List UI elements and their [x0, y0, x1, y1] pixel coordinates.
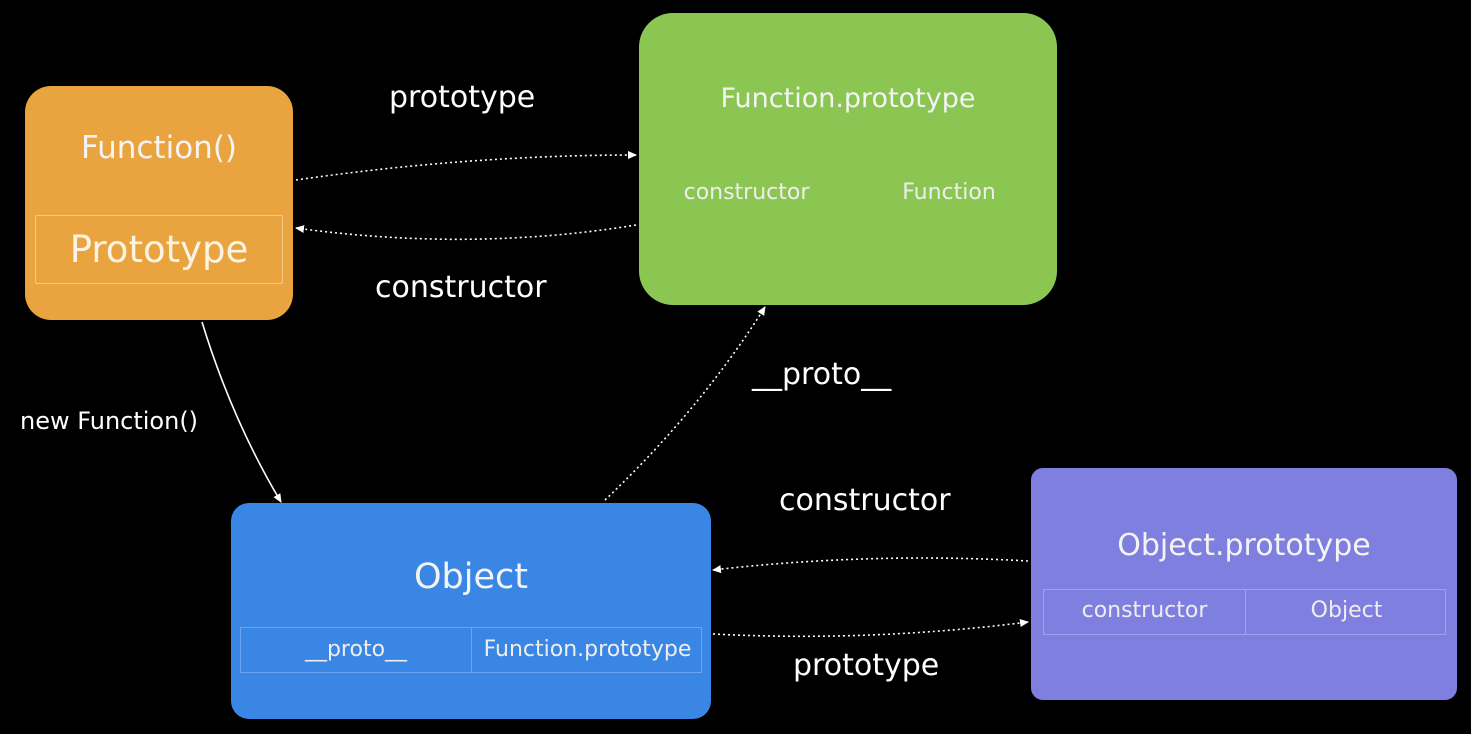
edge-function-to-object — [201, 321, 282, 503]
object-prototype-constructor-value: Object — [1310, 598, 1383, 623]
object-node-title: Object — [414, 557, 528, 597]
function-prototype-node-title: Function.prototype — [720, 83, 976, 114]
edge-label-new-function: new Function() — [20, 407, 199, 435]
function-prototype-box: Prototype — [35, 215, 283, 284]
edge-object-to-object-prototype — [712, 619, 1029, 638]
object-row-divider — [471, 628, 472, 672]
edge-label-constructor-bottom: constructor — [779, 483, 951, 518]
edge-label-prototype-top: prototype — [389, 80, 536, 115]
object-prototype-property-row: constructor Object — [1043, 589, 1446, 635]
edge-function-prototype-to-function — [295, 224, 637, 241]
edge-function-to-function-prototype — [295, 151, 637, 181]
edge-object-to-function-prototype — [604, 306, 766, 501]
edge-object-prototype-to-object — [712, 557, 1029, 574]
object-prototype-node-title: Object.prototype — [1117, 528, 1371, 563]
edge-label-constructor-top: constructor — [375, 270, 547, 305]
edge-label-proto: __proto__ — [752, 357, 892, 392]
object-proto-key: __proto__ — [304, 637, 408, 662]
function-prototype-constructor-key: constructor — [683, 180, 810, 205]
object-prototype-node: Object.prototype constructor Object — [1031, 468, 1457, 700]
object-prototype-constructor-key: constructor — [1081, 598, 1208, 623]
object-node: Object __proto__ Function.prototype — [231, 503, 711, 719]
function-prototype-node: Function.prototype constructor Function — [639, 13, 1057, 305]
edge-label-prototype-bottom: prototype — [793, 648, 940, 683]
object-property-row: __proto__ Function.prototype — [240, 627, 702, 673]
object-proto-value: Function.prototype — [483, 637, 692, 662]
function-node-title: Function() — [80, 130, 238, 166]
object-prototype-row-divider — [1245, 590, 1246, 634]
function-node: Function() Prototype — [25, 86, 293, 320]
function-prototype-constructor-value: Function — [902, 180, 996, 205]
function-prototype-box-label: Prototype — [69, 228, 249, 271]
